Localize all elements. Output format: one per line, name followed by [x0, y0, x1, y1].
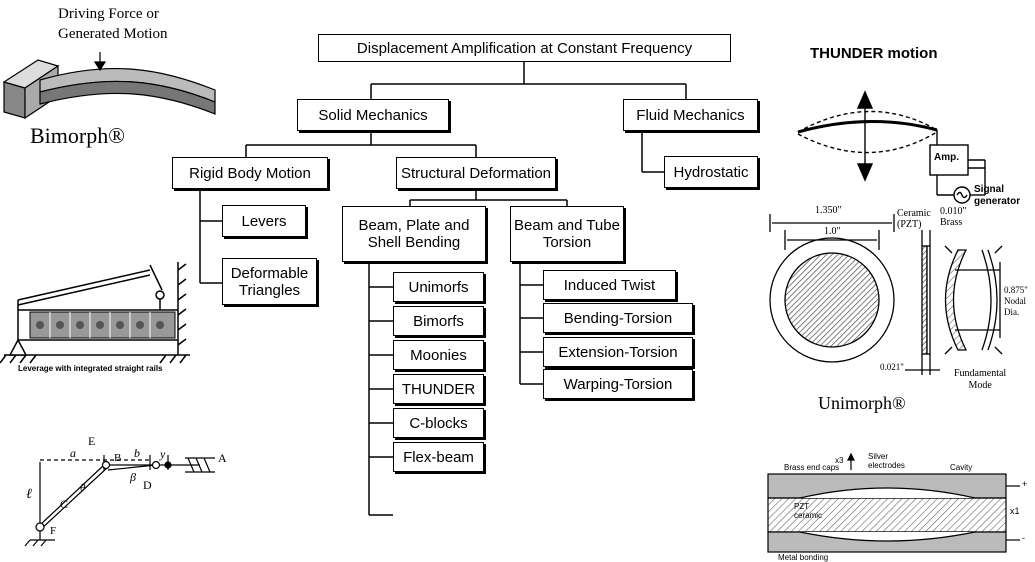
triangle-label: D [143, 478, 152, 492]
unimorph-caption: Unimorph® [818, 393, 906, 413]
moonie-label: x1 [1010, 506, 1020, 516]
triangle-label: A [218, 451, 227, 465]
unimorph-dim-label: 1.350" [815, 205, 842, 216]
bimorph-caption: Bimorph® [30, 123, 125, 148]
triangle-label: θ [80, 482, 86, 494]
torsion-item: Induced Twist [543, 270, 676, 300]
thunder-title: THUNDER motion [810, 45, 938, 62]
moonie-label: Cavity [950, 463, 973, 472]
unimorph-dim-label: 0.021" [880, 362, 904, 372]
bending-item: Flex-beam [393, 442, 484, 472]
fluid-mechanics-node: Fluid Mechanics [623, 99, 758, 131]
bending-item: Moonies [393, 340, 484, 370]
beam-tube-torsion-node: Beam and Tube Torsion [510, 206, 624, 262]
triangle-label: B [114, 452, 122, 464]
rigid-body-motion-node: Rigid Body Motion [172, 157, 328, 189]
triangle-label: b [134, 446, 140, 460]
moonie-label: - [1022, 533, 1025, 543]
bending-item: C-blocks [393, 408, 484, 438]
levers-node: Levers [222, 205, 306, 237]
moonie-label: Brass end caps [784, 463, 840, 472]
triangle-label: a [70, 446, 76, 460]
triangle-label: F [50, 525, 57, 537]
thunder-amp-label: Amp. [934, 152, 959, 163]
moonie-label: + [1022, 479, 1028, 489]
solid-mechanics-node: Solid Mechanics [297, 99, 449, 131]
torsion-item: Bending-Torsion [543, 303, 693, 333]
triangle-label: β [130, 470, 136, 484]
bending-item: Bimorfs [393, 306, 484, 336]
triangle-label: y [160, 447, 166, 461]
thunder-signal-label: Signal generator [974, 184, 1021, 207]
deformable-triangles-node: Deformable Triangles [222, 258, 317, 305]
bending-item: THUNDER [393, 374, 484, 404]
bending-item: Unimorfs [393, 272, 484, 302]
moonie-label: Metal bonding [778, 553, 829, 562]
bimorph-force-label: Driving Force or Generated Motion [58, 6, 168, 42]
root-node: Displacement Amplification at Constant F… [318, 34, 731, 62]
unimorph-dim-label: Fundamental Mode [954, 368, 1007, 391]
moonie-label: x3 [835, 456, 844, 465]
moonie-label: PZT ceramic [794, 502, 823, 520]
unimorph-dim-label: 0.010" Brass [940, 206, 967, 228]
beam-plate-shell-bending-node: Beam, Plate and Shell Bending [342, 206, 486, 262]
hydrostatic-node: Hydrostatic [664, 156, 758, 188]
leverage-caption: Leverage with integrated straight rails [18, 364, 163, 373]
triangle-label: ℓ [26, 487, 32, 502]
unimorph-dim-label: Ceramic (PZT) [897, 208, 931, 230]
unimorph-dim-label: 1.0" [824, 226, 841, 237]
triangle-label: C [60, 497, 69, 511]
torsion-item: Warping-Torsion [543, 369, 693, 399]
torsion-item: Extension-Torsion [543, 337, 693, 367]
moonie-label: Silver electrodes [868, 452, 905, 470]
triangle-label: E [88, 434, 96, 448]
unimorph-dim-label: 0.875" Nodal Dia. [1004, 285, 1028, 317]
structural-deformation-node: Structural Deformation [396, 157, 556, 189]
